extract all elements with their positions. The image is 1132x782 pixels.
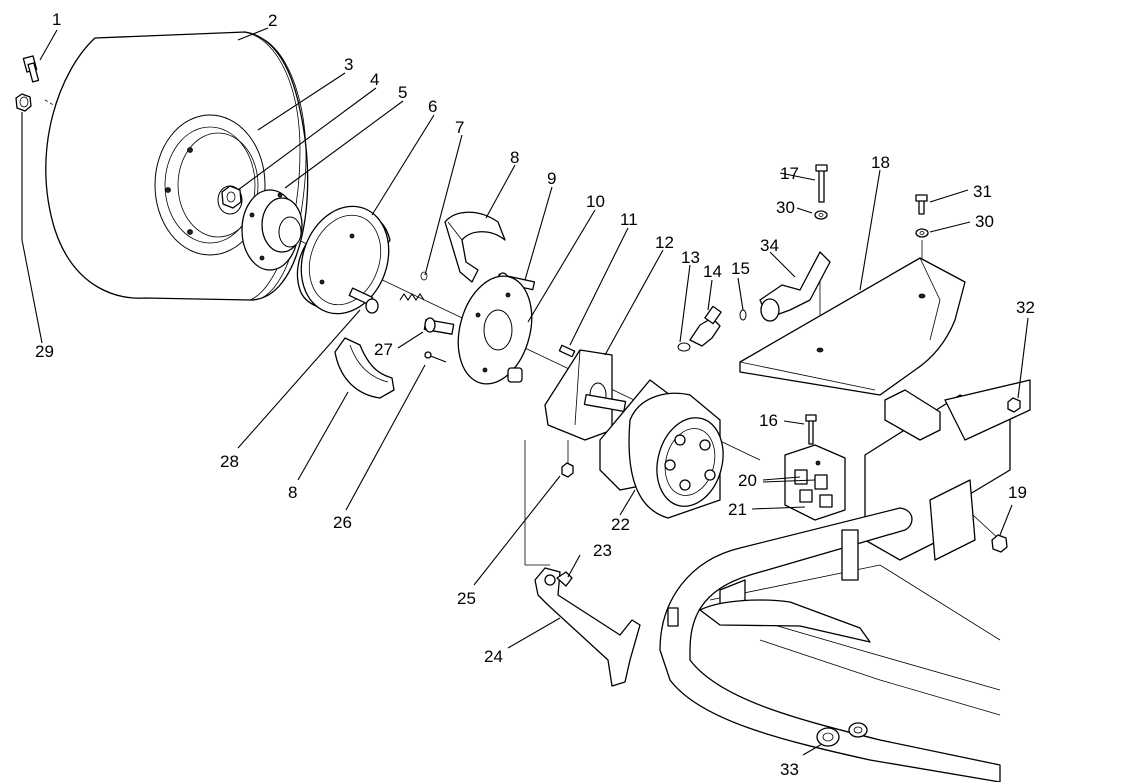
callout-32: 32 [1016,298,1035,317]
spring-part-7 [399,271,428,301]
callout-30-right: 30 [975,212,994,231]
callout-33: 33 [780,760,799,779]
key-part-11 [558,344,576,358]
screw-part-16 [805,414,817,445]
callout-13: 13 [681,248,700,267]
callout-29: 29 [35,342,54,361]
callout-26: 26 [333,513,352,532]
brake-drum-part-6 [296,205,391,315]
bolt-part-28 [348,287,379,314]
hub-part-5 [241,189,303,271]
callout-6: 6 [428,97,437,116]
callout-3: 3 [344,55,353,74]
leader-lines [21,27,1029,756]
callout-15: 15 [731,259,750,278]
lug-nut-part-29 [15,93,32,112]
callout-19: 19 [1008,483,1027,502]
callout-10: 10 [586,192,605,211]
bumper-part-33 [816,722,868,747]
callout-12: 12 [655,233,674,252]
brake-shoe-upper-part-8 [444,211,506,283]
callout-18: 18 [871,153,890,172]
callout-20: 20 [738,471,757,490]
bolt-part-31 [915,194,928,215]
callout-8-upper: 8 [510,148,519,167]
hydraulic-motor-part-22 [599,379,724,519]
callout-27: 27 [374,340,393,359]
nut-part-25 [561,462,574,478]
washer-part-30-left [814,210,828,220]
callout-22: 22 [611,515,630,534]
callout-28: 28 [220,452,239,471]
cam-part-27 [423,317,455,335]
callout-34: 34 [760,236,779,255]
nut-part-4 [221,185,242,209]
hose-part-34 [759,251,831,322]
callout-31: 31 [973,182,992,201]
callout-30-left: 30 [776,198,795,217]
pin-part-26 [424,351,447,363]
brake-shoe-lower-part-8 [334,337,395,399]
brake-arm-part-24 [534,567,641,687]
nut-part-32 [1007,397,1021,413]
callout-14: 14 [703,262,722,281]
screw-part-17 [815,164,828,203]
callout-7: 7 [455,118,464,137]
stud-part-1 [22,55,40,83]
callout-24: 24 [484,647,503,666]
nut-part-19 [991,534,1008,553]
elbow-fitting-part-14 [689,305,722,347]
callout-23: 23 [593,541,612,560]
frame [659,379,1031,782]
callout-21: 21 [728,500,747,519]
shield-part-18 [739,257,966,396]
callout-2: 2 [268,11,277,30]
callout-11: 11 [620,210,638,229]
callout-16: 16 [759,411,778,430]
o-ring-part-13 [677,342,691,352]
brake-plate-part-10 [457,275,533,385]
callout-9: 9 [547,169,556,188]
o-ring-part-15 [739,309,747,321]
callout-17: 17 [780,164,799,183]
callout-1: 1 [52,10,61,29]
callout-numbers: 1 2 3 4 5 6 7 8 9 10 11 12 13 14 15 8 16… [35,10,1035,779]
callout-5: 5 [398,83,407,102]
callout-4: 4 [370,70,379,89]
callout-25: 25 [457,589,476,608]
callout-8-lower: 8 [288,483,297,502]
washer-part-30-right [915,228,929,238]
hose-clamp-parts-20-21 [784,444,846,521]
